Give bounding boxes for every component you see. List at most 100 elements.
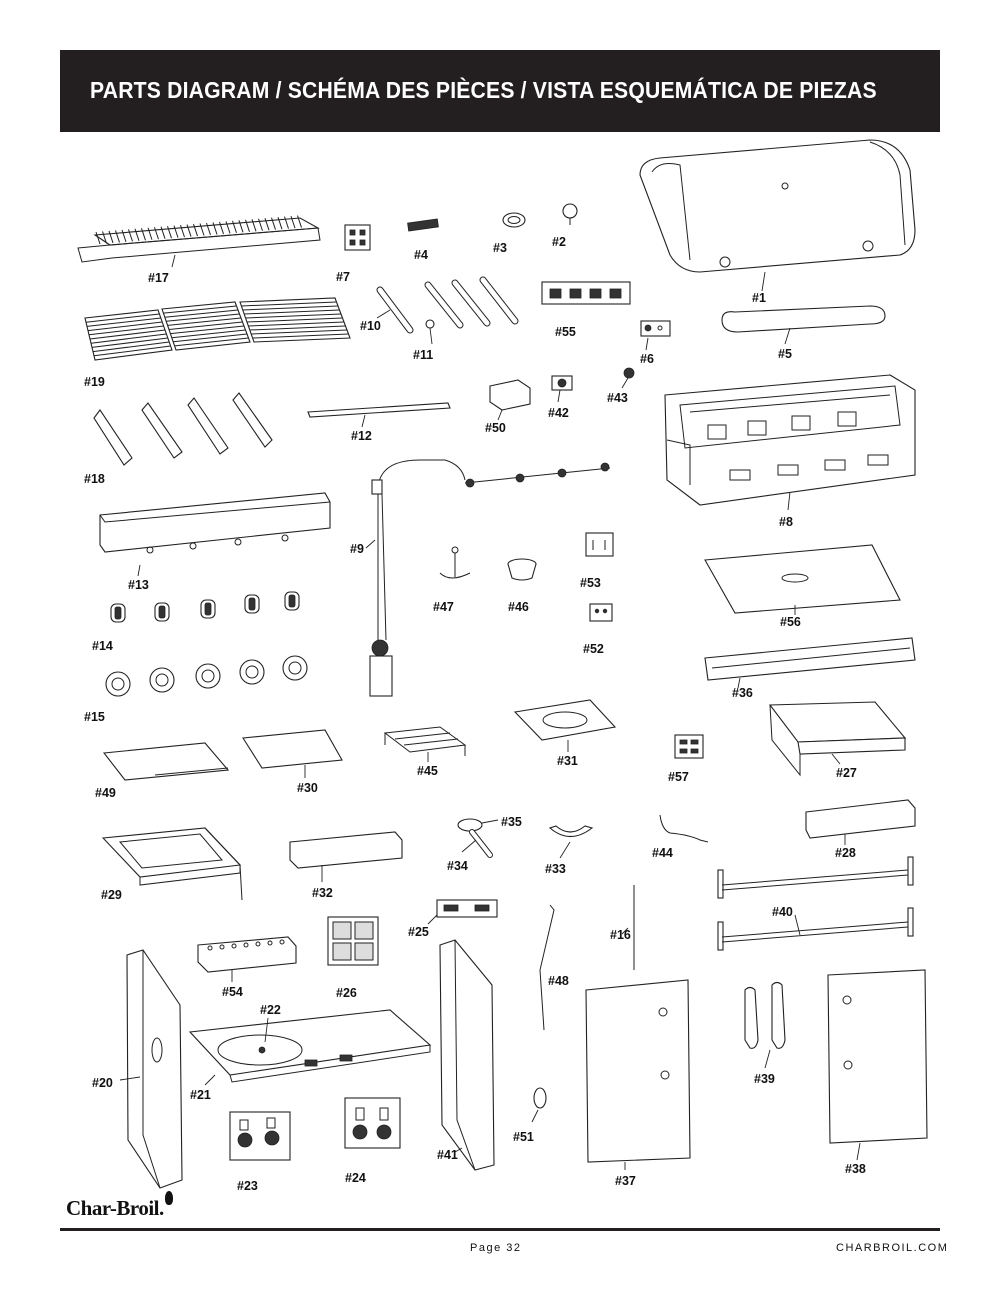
grate-bar <box>244 309 340 315</box>
part-thermometer <box>562 203 578 225</box>
part-30 <box>242 729 343 778</box>
label-part-51: #51 <box>513 1130 534 1144</box>
label-part-28: #28 <box>835 846 856 860</box>
box-hole <box>231 943 237 949</box>
label-part-37: #37 <box>615 1174 636 1188</box>
grate-bar <box>85 313 160 323</box>
label-part-45: #45 <box>417 764 438 778</box>
part-28 <box>805 799 916 845</box>
label-part-3: #3 <box>493 241 507 255</box>
rack-tine <box>297 215 302 228</box>
label-part-14: #14 <box>92 639 113 653</box>
label-part-31: #31 <box>557 754 578 768</box>
bezel-ring <box>195 663 221 689</box>
grate-bar <box>251 329 348 335</box>
label-part-11: #11 <box>413 348 433 362</box>
box-hole <box>279 939 285 945</box>
label-part-16: #16 <box>610 928 631 942</box>
rack-tine <box>154 227 159 240</box>
label-part-48: #48 <box>548 974 569 988</box>
grate-bar <box>241 301 337 307</box>
label-part-22: #22 <box>260 1003 281 1017</box>
rack-tine <box>115 230 120 243</box>
part-29 <box>101 827 243 901</box>
grate-bar <box>168 321 243 330</box>
part-55 <box>541 281 631 305</box>
grate-bar <box>88 325 164 336</box>
label-part-21: #21 <box>190 1088 211 1102</box>
part-52 <box>589 603 613 622</box>
part-49 <box>102 742 230 781</box>
label-part-29: #29 <box>101 888 122 902</box>
rack-tine <box>251 219 257 232</box>
part-45 <box>383 726 467 762</box>
box-hole <box>219 944 225 950</box>
label-part-44: #44 <box>652 846 673 860</box>
label-part-1: #1 <box>752 291 766 305</box>
label-part-6: #6 <box>640 352 654 366</box>
part-11 <box>425 319 435 345</box>
part-control-panel <box>99 492 331 577</box>
rack-tine <box>219 221 224 235</box>
grate-bar <box>174 337 249 347</box>
grate-bar <box>163 305 237 314</box>
label-part-20: #20 <box>92 1076 113 1090</box>
grate-bar <box>171 329 246 339</box>
bezel-ring <box>149 667 175 693</box>
grate-bar <box>242 305 339 311</box>
grate-bar <box>89 329 166 340</box>
rack-tine <box>102 231 107 244</box>
label-part-41: #41 <box>437 1148 458 1162</box>
grate-bar <box>90 333 167 344</box>
label-part-40: #40 <box>772 905 793 919</box>
part-6 <box>640 320 671 351</box>
part-51 <box>531 1087 547 1123</box>
part-47 <box>439 546 471 579</box>
brand-logo: Char-Broil. <box>66 1191 173 1221</box>
label-part-47: #47 <box>433 600 454 614</box>
label-part-55: #55 <box>555 325 576 339</box>
part-31 <box>513 699 617 752</box>
flame-icon <box>164 1191 173 1205</box>
label-part-36: #36 <box>732 686 753 700</box>
part-knob-bezels <box>105 655 308 697</box>
grate-bar <box>92 341 170 353</box>
part-4 <box>407 218 439 232</box>
label-part-25: #25 <box>408 925 429 939</box>
label-part-13: #13 <box>128 578 149 592</box>
label-part-54: #54 <box>222 985 243 999</box>
label-part-38: #38 <box>845 1162 866 1176</box>
rack-tine <box>284 216 289 229</box>
label-part-32: #32 <box>312 886 333 900</box>
part-42 <box>551 375 573 403</box>
rack-tine <box>193 223 198 237</box>
part-left-door <box>585 979 691 1170</box>
label-part-50: #50 <box>485 421 506 435</box>
part-cooking-grates <box>84 297 351 361</box>
part-casters-24 <box>344 1097 401 1149</box>
rack-tine <box>147 227 153 240</box>
rack-tine <box>277 217 283 230</box>
part-43 <box>621 367 635 389</box>
label-part-7: #7 <box>336 270 350 284</box>
bezel-ring <box>105 671 131 697</box>
label-part-43: #43 <box>607 391 628 405</box>
label-part-12: #12 <box>351 429 372 443</box>
grate-bar <box>166 313 240 322</box>
rack-tine <box>180 224 185 238</box>
part-door-handles <box>744 981 786 1069</box>
website-url: CHARBROIL.COM <box>836 1242 949 1254</box>
footer-rule <box>60 1228 940 1231</box>
grate-bar <box>252 333 349 339</box>
part-lid-handle <box>721 305 886 345</box>
label-part-30: #30 <box>297 781 318 795</box>
rack-tine <box>258 218 263 231</box>
rack-tine <box>167 226 172 239</box>
box-hole <box>267 940 273 946</box>
part-knobs <box>110 591 300 623</box>
part-46 <box>507 558 537 581</box>
grate-bar <box>248 321 345 327</box>
label-part-34: #34 <box>447 859 468 873</box>
rack-tine <box>95 231 101 245</box>
grate-bar <box>245 313 342 319</box>
